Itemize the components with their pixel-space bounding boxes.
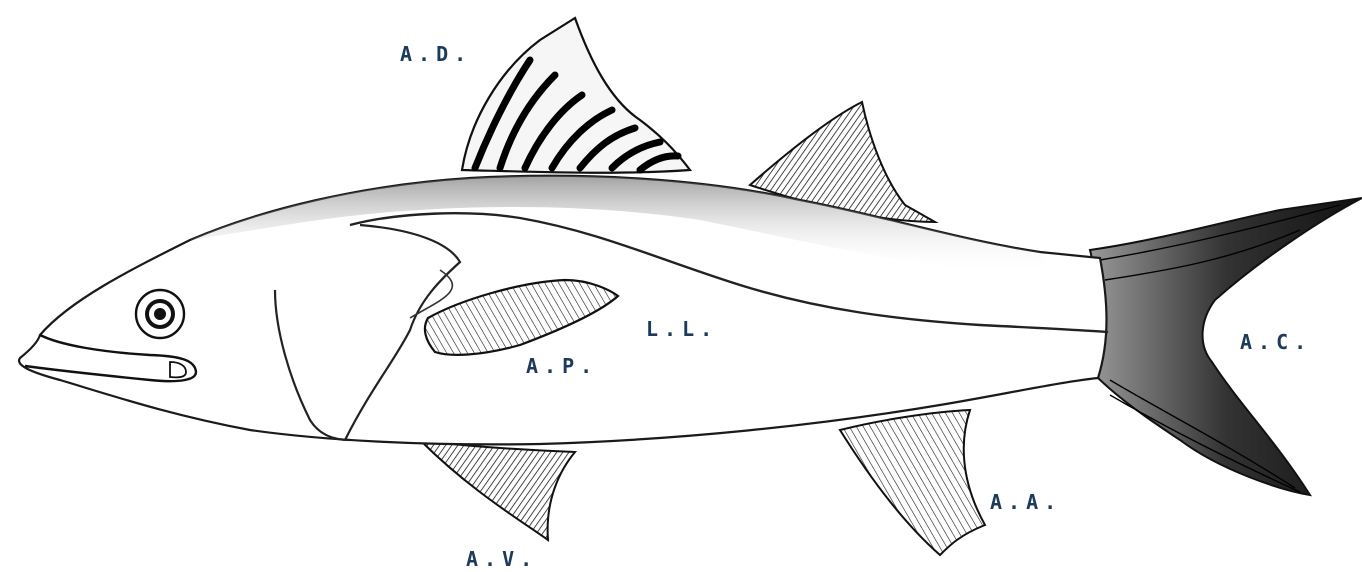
- caudal-fin-label: A.C.: [1240, 332, 1312, 352]
- ventral-fin-label: A.V.: [466, 549, 538, 569]
- anal-fin: [840, 410, 985, 555]
- caudal-fin: [1090, 198, 1362, 495]
- pectoral-fin-label: A.P.: [526, 356, 598, 376]
- dorsal-fin: [462, 18, 690, 173]
- eye: [136, 290, 184, 338]
- anal-fin-label: A.A.: [990, 492, 1062, 512]
- lateral-line-label: L.L.: [646, 319, 718, 339]
- dorsal-fin-label: A.D.: [400, 44, 472, 64]
- ventral-fin: [420, 440, 575, 540]
